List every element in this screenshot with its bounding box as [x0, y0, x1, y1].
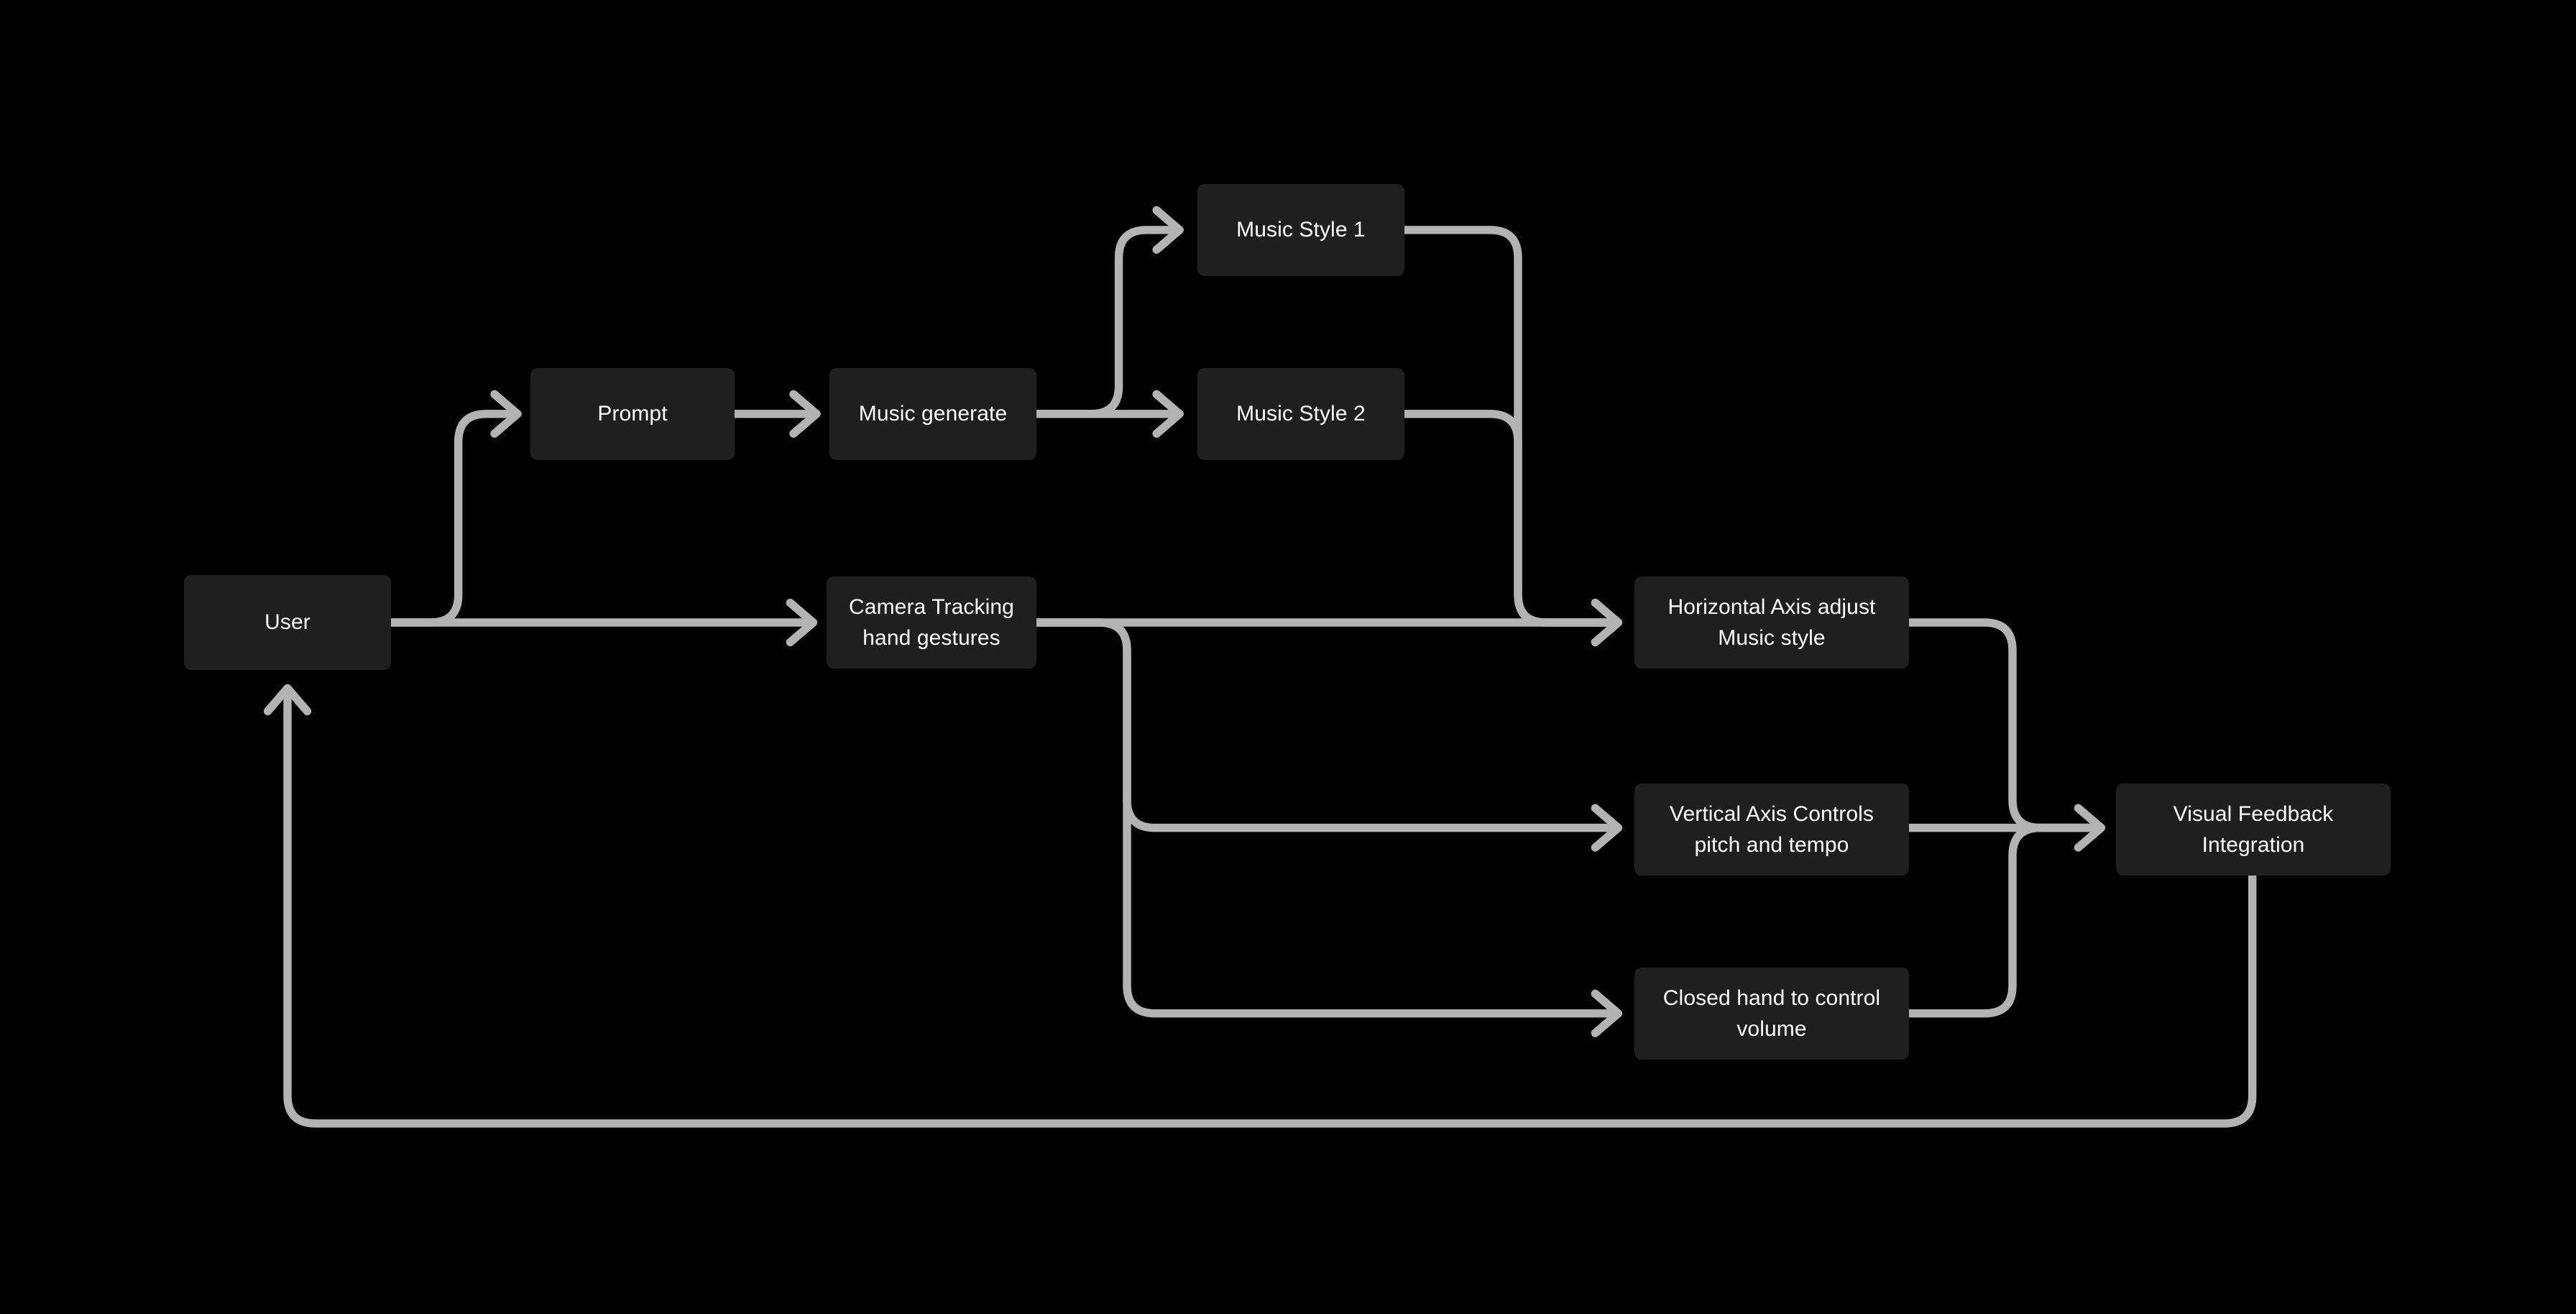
node-camera-tracking-label: Camera Tracking hand gestures [849, 594, 1014, 651]
node-closed-hand-label: Closed hand to control volume [1662, 986, 1881, 1042]
node-prompt[interactable]: Prompt [530, 368, 735, 460]
node-horizontal-axis-label: Horizontal Axis adjust Music style [1668, 594, 1876, 651]
edge-closedhand-to-feedback [1905, 823, 2099, 1018]
edge-musicgen-to-style2 [1032, 390, 1184, 438]
node-prompt-label: Prompt [597, 402, 668, 426]
edge-user-to-camera [387, 598, 818, 647]
node-vertical-axis-label: Vertical Axis Controls pitch and tempo [1670, 801, 1874, 858]
node-music-generate-label: Music generate [858, 402, 1008, 426]
node-visual-feedback-label: Visual Feedback Integration [2173, 801, 2334, 858]
edge-feedback-to-user [263, 684, 2257, 1128]
node-vertical-axis[interactable]: Vertical Axis Controls pitch and tempo [1634, 784, 1909, 876]
edge-camera-to-haxis [1032, 598, 1623, 647]
edge-camera-to-closedhand [1032, 618, 1623, 1037]
node-closed-hand[interactable]: Closed hand to control volume [1634, 968, 1909, 1060]
node-visual-feedback[interactable]: Visual Feedback Integration [2116, 784, 2391, 876]
node-music-style-2-label: Music Style 2 [1236, 402, 1366, 426]
node-user[interactable]: User [184, 575, 391, 670]
node-music-generate[interactable]: Music generate [829, 368, 1036, 460]
edge-musicgen-to-style1 [1032, 206, 1184, 418]
edge-style2-to-haxis [1400, 410, 1618, 627]
node-music-style-1-label: Music Style 1 [1236, 218, 1366, 242]
node-user-label: User [264, 610, 310, 635]
edge-user-to-prompt [387, 390, 522, 627]
node-music-style-1[interactable]: Music Style 1 [1197, 184, 1404, 276]
edge-style1-to-haxis [1400, 226, 1623, 647]
node-horizontal-axis[interactable]: Horizontal Axis adjust Music style [1634, 576, 1909, 669]
edge-prompt-to-musicgen [730, 390, 821, 438]
edge-haxis-to-feedback [1905, 618, 2099, 832]
node-music-style-2[interactable]: Music Style 2 [1197, 368, 1404, 460]
node-camera-tracking[interactable]: Camera Tracking hand gestures [827, 576, 1036, 669]
